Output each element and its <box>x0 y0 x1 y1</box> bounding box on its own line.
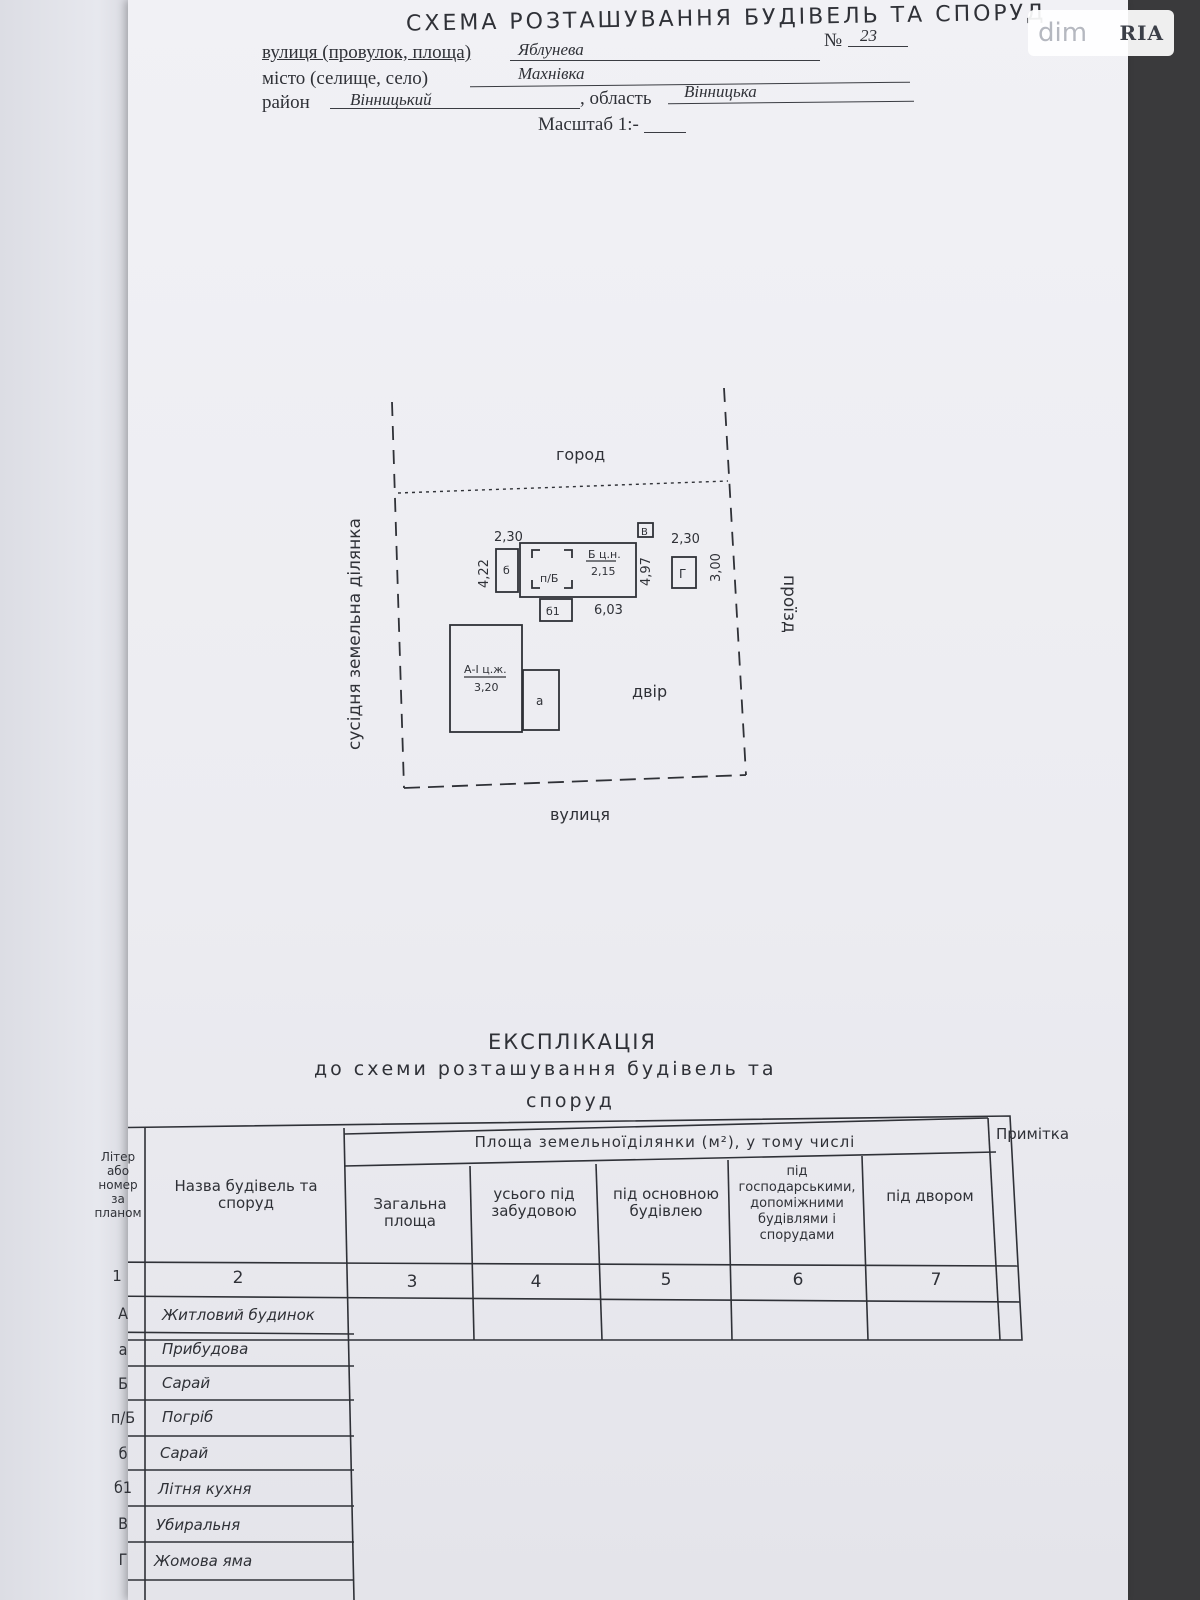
watermark-brand: RIA <box>1119 21 1164 45</box>
number-value: 23 <box>860 26 877 45</box>
dim-barn-side: 4,97 <box>639 557 654 586</box>
toilet-outline <box>637 522 654 538</box>
header-col8: Примітка <box>996 1125 1070 1143</box>
header-col2: Назва будівель та споруд <box>174 1177 318 1212</box>
cellar-corner-1 <box>531 549 540 558</box>
right-boundary <box>723 387 747 776</box>
row-letter-2: а <box>118 1340 128 1359</box>
city-label: місто (селище, село) <box>262 68 429 89</box>
row-letter-6: б1 <box>113 1478 133 1497</box>
header-col1: Літер або номер за планом <box>94 1150 142 1220</box>
row-name-8: Жомова яма <box>154 1552 253 1570</box>
city-value: Махнівка <box>518 64 585 83</box>
header-col5: під основною будівлею <box>613 1185 719 1220</box>
col-number-1: 1 <box>112 1267 122 1285</box>
cellar-corner-3 <box>531 580 540 589</box>
scale-label: Масштаб 1:- <box>538 114 639 135</box>
row-letter-1: А <box>118 1304 128 1323</box>
explication-title: ЕКСПЛІКАЦІЯ <box>488 1030 657 1054</box>
annex-label: а <box>536 694 543 708</box>
number-underline <box>848 46 908 47</box>
barn-height: 2,15 <box>591 565 616 578</box>
cellar-label: п/Б <box>540 572 558 585</box>
cellar-corner-4 <box>564 580 573 589</box>
dim-right-top: 2,30 <box>671 532 700 547</box>
explication-subtitle-1: до схеми розташування будівель та <box>314 1058 777 1080</box>
header-col4: усього під забудовою <box>491 1185 577 1220</box>
row-name-7: Убиральня <box>156 1516 241 1534</box>
house-outline <box>449 624 523 733</box>
dim-left-side: 4,22 <box>477 559 492 588</box>
street-label: вулиця (провулок, площа) <box>262 42 472 63</box>
left-boundary <box>391 401 405 789</box>
row-name-2: Прибудова <box>162 1340 249 1358</box>
col-number-3: 3 <box>406 1272 418 1292</box>
row-letter-8: Г <box>118 1550 128 1569</box>
row-letter-3: Б <box>118 1374 128 1393</box>
passage-label: проїзд <box>779 575 799 633</box>
row-letter-4: п/Б <box>110 1408 136 1427</box>
pit-label: Г <box>679 567 686 581</box>
col-number-2: 2 <box>232 1268 244 1288</box>
barn-label: Б ц.н. <box>588 548 621 561</box>
row-letter-5: б <box>118 1444 128 1463</box>
row-name-1: Житловий будинок <box>162 1306 315 1324</box>
pit-outline <box>671 556 697 589</box>
toilet-label: В <box>641 527 648 538</box>
col-number-6: 6 <box>792 1270 804 1290</box>
explication-subtitle-2: споруд <box>526 1090 615 1112</box>
street-value: Яблунева <box>518 40 584 59</box>
region-label: , область <box>580 88 652 109</box>
cellar-corner-2 <box>564 549 573 558</box>
number-label: № <box>824 30 843 51</box>
row-name-3: Сарай <box>162 1374 211 1392</box>
kitchen-label: б1 <box>546 605 560 618</box>
row-name-5: Сарай <box>160 1444 209 1462</box>
header-col7: під двором <box>886 1187 974 1205</box>
header-col6: під господарськими, допоміжними будівлям… <box>738 1164 856 1243</box>
house-height: 3,20 <box>474 681 499 694</box>
yard-label: двір <box>632 682 667 701</box>
row-name-6: Літня кухня <box>158 1480 252 1498</box>
street-underline <box>510 60 820 61</box>
dim-left-top: 2,30 <box>494 530 523 545</box>
district-value: Вінницький <box>350 90 432 109</box>
shed-outline <box>495 548 519 593</box>
col-number-5: 5 <box>660 1270 672 1290</box>
kitchen-outline <box>539 598 573 622</box>
col-number-4: 4 <box>530 1272 542 1292</box>
document-page: СХЕМА РОЗТАШУВАННЯ БУДІВЕЛЬ ТА СПОРУД ву… <box>94 0 1128 1600</box>
district-underline <box>330 108 580 109</box>
dimria-watermark: dim RIA <box>1028 10 1174 56</box>
site-plan: город двір вулиця сусідня земельна ділян… <box>345 387 799 824</box>
watermark-site: dim <box>1038 18 1088 48</box>
previous-page-edge <box>0 0 140 1600</box>
neighbor-label: сусідня земельна ділянка <box>345 518 365 750</box>
shed-label: б <box>503 564 510 577</box>
bottom-boundary <box>403 774 747 789</box>
col-number-7: 7 <box>930 1270 942 1290</box>
region-value: Вінницька <box>684 82 757 101</box>
dim-barn-bottom: 6,03 <box>594 603 623 618</box>
scale-underline <box>644 132 686 133</box>
district-label: район <box>262 92 310 113</box>
header-area-group: Площа земельноїділянки (м²), у тому числ… <box>474 1133 856 1151</box>
street-label-plan: вулиця <box>550 805 610 824</box>
annex-outline <box>522 669 560 731</box>
dim-right-side: 3,00 <box>709 553 724 582</box>
barn-outline <box>519 542 637 598</box>
house-label: А-І ц.ж. <box>464 663 507 676</box>
garden-label: город <box>556 445 605 464</box>
row-letter-7: В <box>118 1514 128 1533</box>
row-name-4: Погріб <box>162 1408 214 1426</box>
header-col3: Загальна площа <box>373 1195 447 1230</box>
explication-table <box>128 1115 1023 1600</box>
garden-line <box>397 480 729 494</box>
